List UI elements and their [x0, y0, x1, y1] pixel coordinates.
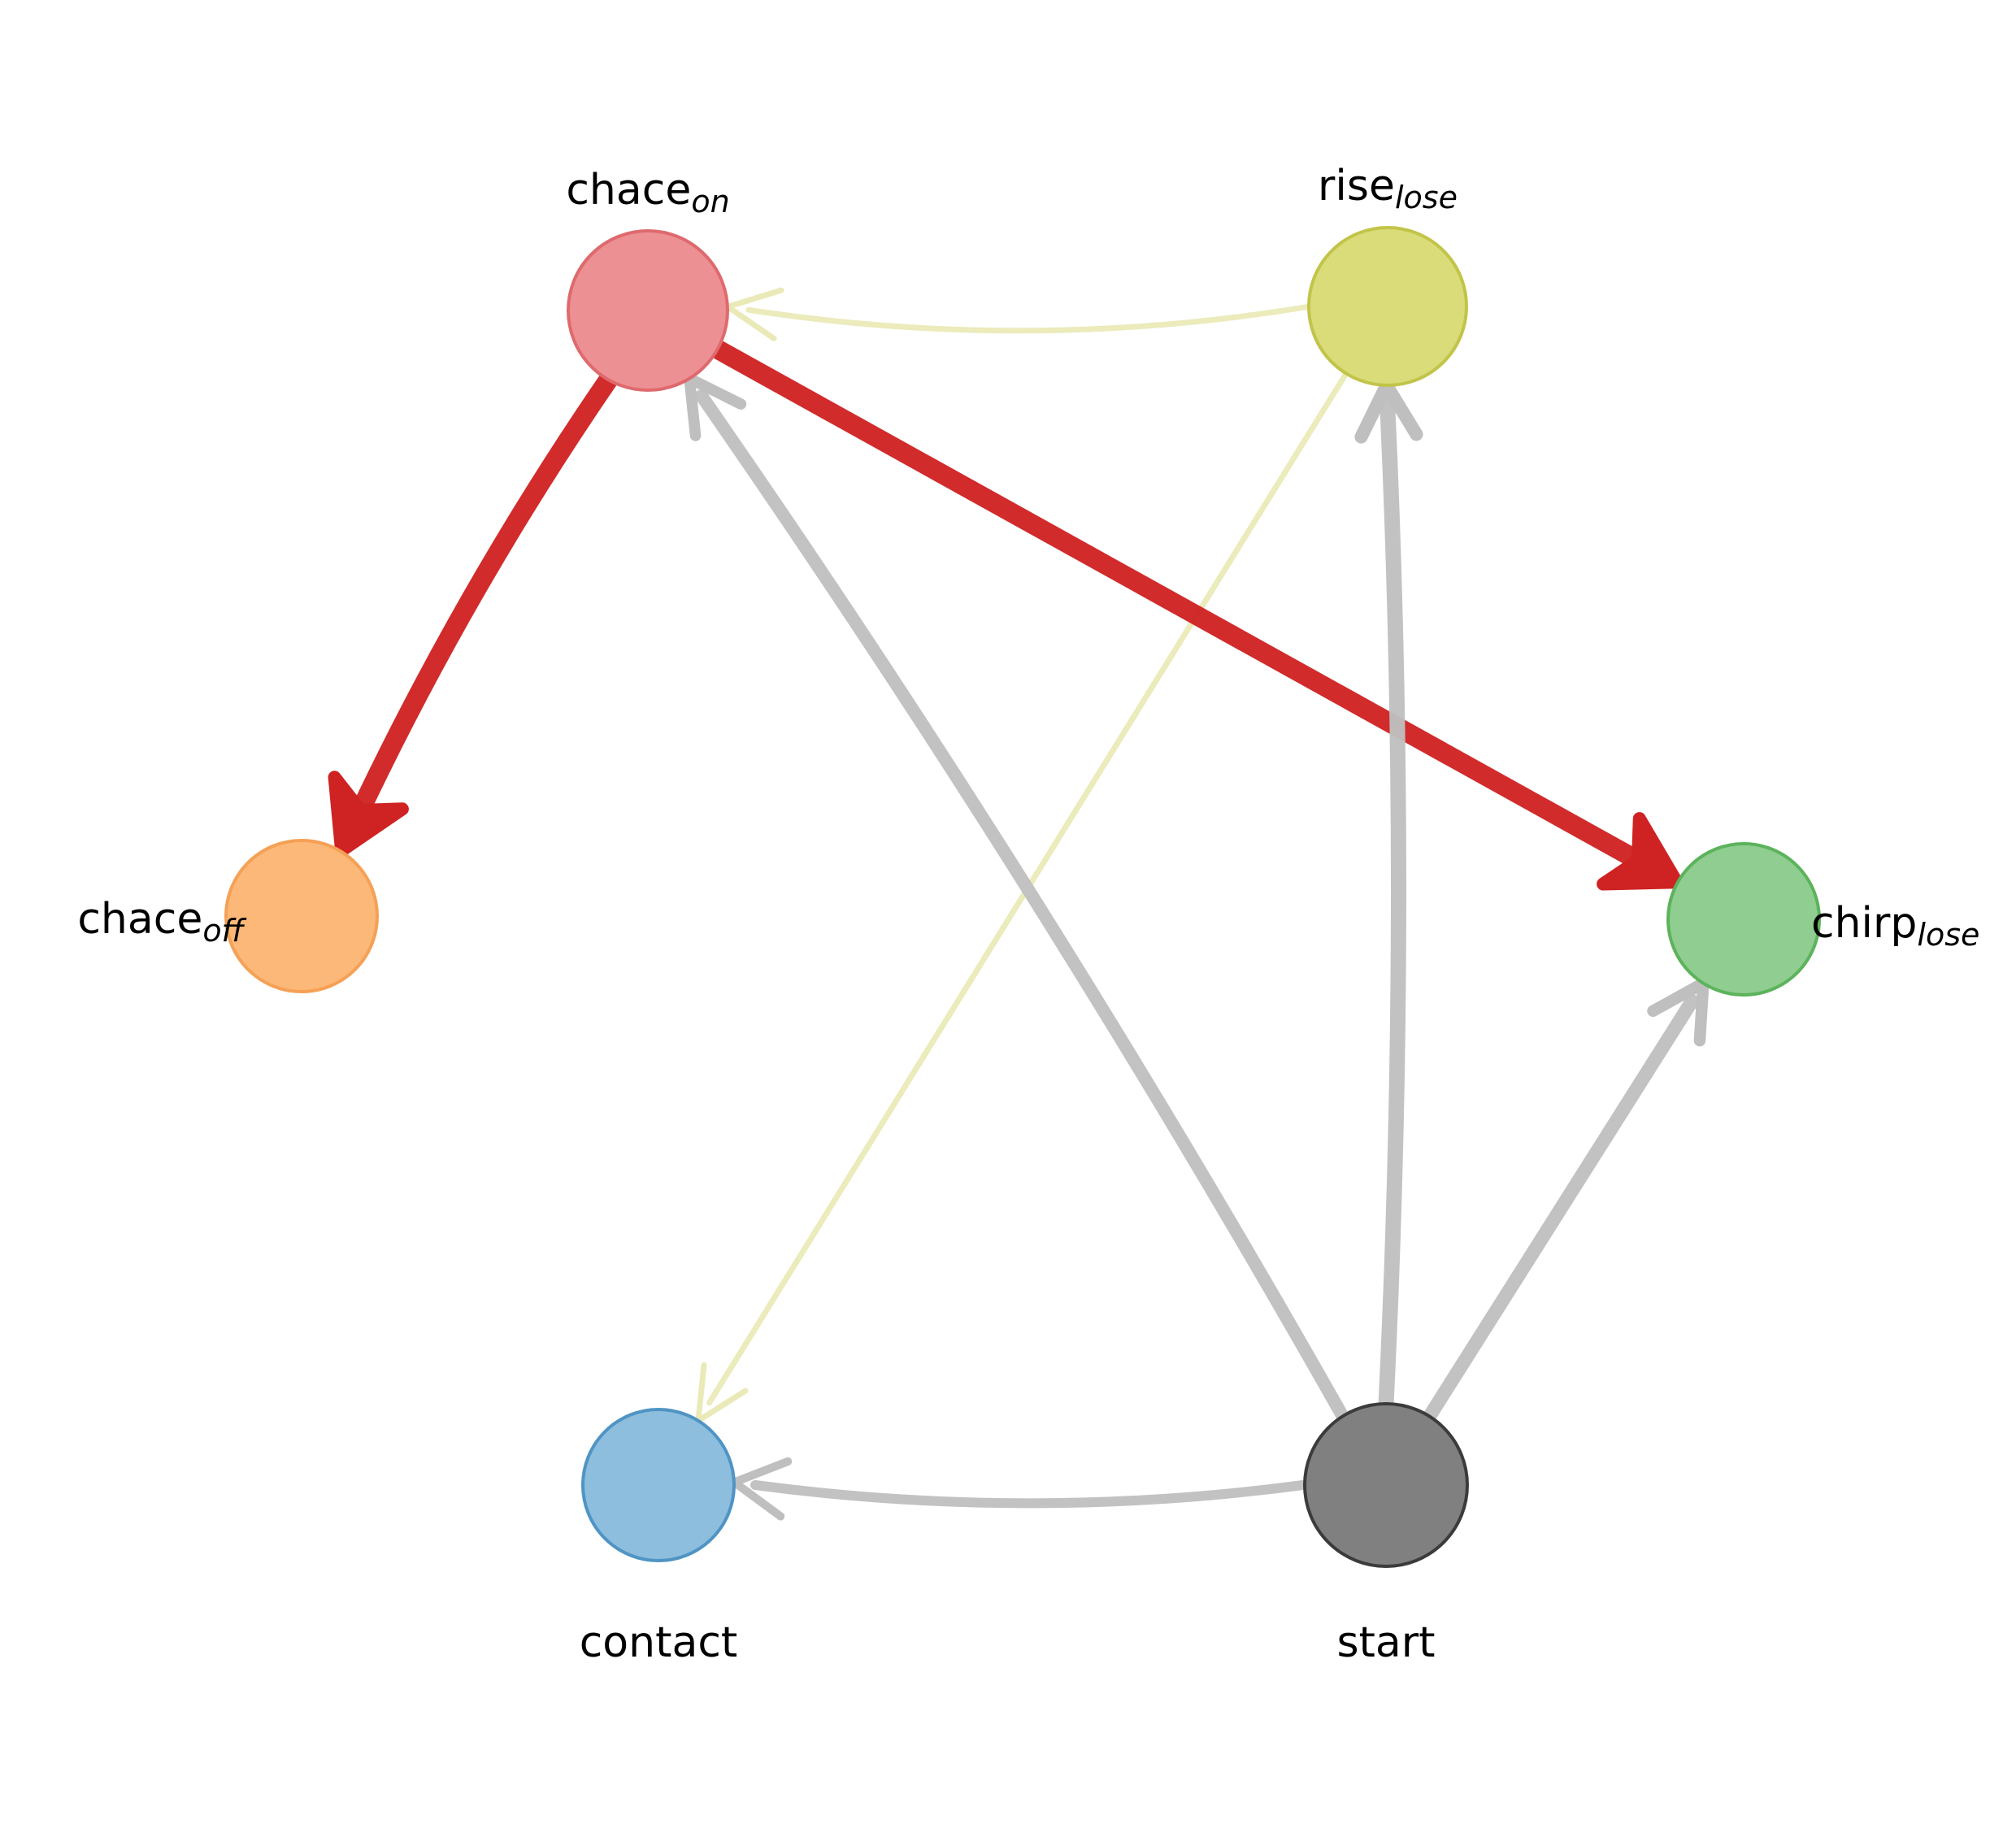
- node-label-start: start: [1336, 1622, 1435, 1664]
- edge-line: [1378, 398, 1406, 1410]
- node-label-subscript: lose: [1917, 917, 1980, 953]
- node-label-rise_lose: riselose: [1318, 165, 1458, 213]
- edge-line: [343, 371, 618, 836]
- edge-line: [694, 389, 1349, 1422]
- edge-chace_on-to-chirp_lose: [709, 340, 1684, 891]
- nodes-layer: [224, 226, 1821, 1568]
- node-label-base: contact: [579, 1618, 738, 1667]
- node-label-chace_off: chaceoff: [77, 898, 244, 946]
- node-label-base: chace: [77, 895, 203, 944]
- node-label-base: chirp: [1811, 899, 1918, 948]
- node-chace_on[interactable]: [567, 229, 729, 392]
- node-label-base: chace: [566, 166, 692, 215]
- edge-chace_on-to-chace_off: [328, 371, 618, 858]
- node-label-subscript: lose: [1394, 180, 1458, 215]
- edge-start-to-rise_lose: [1354, 378, 1423, 1410]
- edge-start-to-chirp_lose: [1423, 977, 1710, 1422]
- arrowhead: [328, 771, 409, 858]
- edge-line: [1423, 994, 1699, 1422]
- node-chace_off[interactable]: [224, 839, 379, 993]
- node-label-chirp_lose: chirplose: [1811, 899, 1979, 950]
- edge-line: [745, 304, 1310, 334]
- node-label-chace_on: chaceon: [566, 169, 729, 217]
- node-start[interactable]: [1303, 1402, 1469, 1568]
- node-label-base: start: [1336, 1618, 1436, 1667]
- node-label-contact: contact: [580, 1622, 738, 1664]
- node-rise_lose[interactable]: [1307, 226, 1468, 387]
- edges-layer: [328, 287, 1710, 1521]
- node-chirp_lose[interactable]: [1666, 842, 1821, 997]
- arrowhead: [1597, 812, 1684, 891]
- edge-start-to-contact: [730, 1457, 1308, 1521]
- node-label-base: rise: [1318, 162, 1395, 211]
- edge-rise_lose-to-chace_on: [724, 287, 1310, 341]
- node-contact[interactable]: [581, 1408, 736, 1562]
- edge-line: [750, 1480, 1308, 1509]
- node-label-subscript: off: [202, 913, 244, 949]
- node-label-subscript: on: [691, 184, 730, 219]
- edge-line: [709, 340, 1663, 879]
- arrowhead: [695, 1361, 749, 1424]
